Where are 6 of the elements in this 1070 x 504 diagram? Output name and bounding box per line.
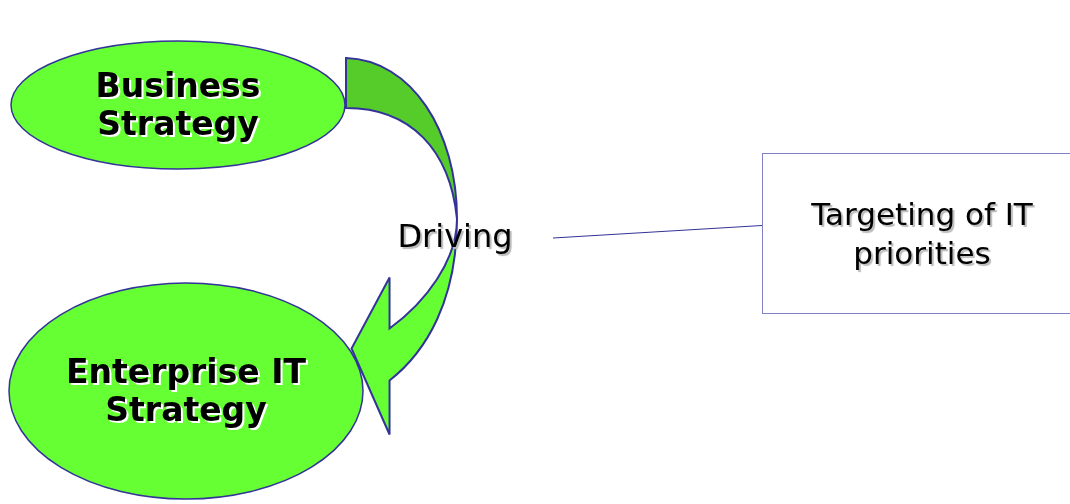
curved-block-arrow (345, 57, 458, 436)
text-box (762, 153, 1070, 314)
node-label: Enterprise IT Strategy (65, 353, 307, 429)
leader-line (552, 225, 763, 239)
node-label: Business Strategy (94, 67, 262, 143)
box-text: Targeting of IT priorities (810, 194, 1034, 273)
